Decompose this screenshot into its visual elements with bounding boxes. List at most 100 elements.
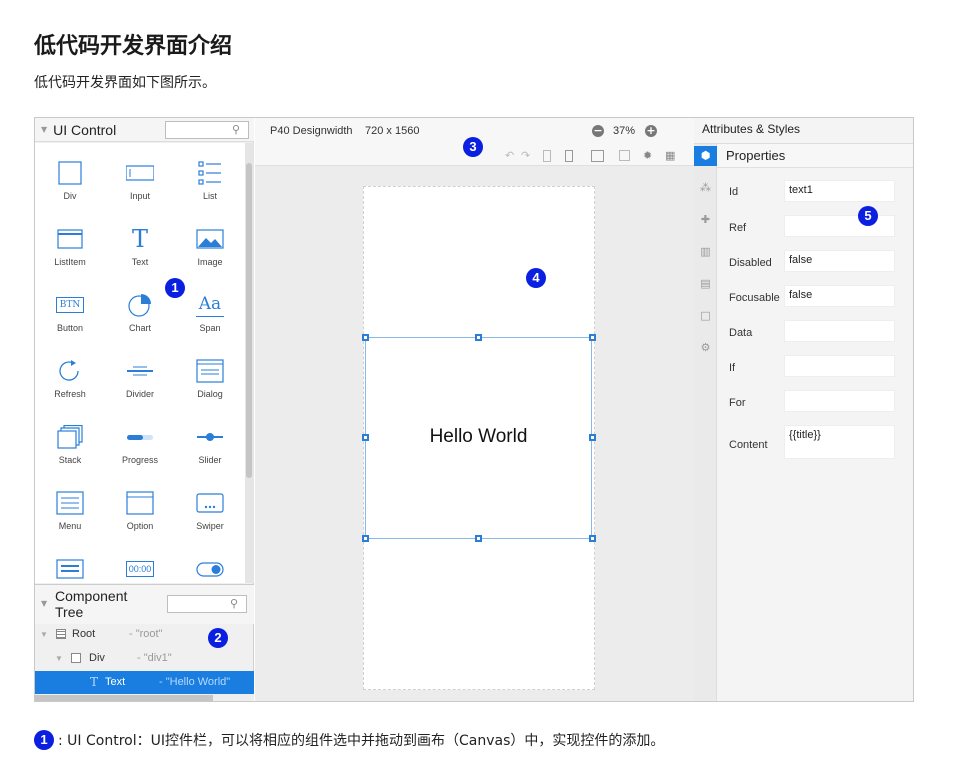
resize-handle-right[interactable] xyxy=(589,434,596,441)
control-label: Divider xyxy=(125,389,154,399)
control-label: Progress xyxy=(121,455,158,465)
prop-field-disabled[interactable]: false xyxy=(784,250,895,272)
collapse-caret-icon[interactable]: ▼ xyxy=(41,125,48,134)
phone-rotate-icon[interactable] xyxy=(565,150,573,162)
picker-icon: 00:00 xyxy=(126,561,154,577)
control-stack[interactable]: Stack xyxy=(35,413,105,473)
tree-row-root[interactable]: ▼ Root - "root" xyxy=(35,623,254,647)
prop-field-ref[interactable] xyxy=(784,215,895,237)
resize-handle-top-right[interactable] xyxy=(589,334,596,341)
input-icon xyxy=(126,165,154,181)
square-icon[interactable] xyxy=(619,150,630,161)
control-dialog[interactable]: Dialog xyxy=(175,347,245,407)
control-listitem[interactable]: ListItem xyxy=(35,215,105,275)
control-button[interactable]: BTN Button xyxy=(35,281,105,341)
brightness-icon[interactable]: ✹ xyxy=(643,149,653,162)
option-icon xyxy=(126,491,154,515)
ide-screenshot: ▼ UI Control ⚲ Div Input List ListIt xyxy=(34,117,914,702)
stack-icon xyxy=(57,425,83,449)
prop-label-ref: Ref xyxy=(729,222,747,234)
control-textarea[interactable] xyxy=(35,545,105,583)
zoom-in-button[interactable]: + xyxy=(645,124,657,137)
properties-title: Properties xyxy=(717,144,913,168)
control-picker[interactable]: 00:00 xyxy=(105,545,175,583)
prop-field-for[interactable] xyxy=(784,390,895,412)
control-text[interactable]: T Text xyxy=(105,215,175,275)
scrollbar-thumb[interactable] xyxy=(246,163,252,478)
styles-tab-icon[interactable]: ⁂ xyxy=(700,181,711,194)
puzzle-tab-icon[interactable]: ✚ xyxy=(700,213,711,226)
resize-handle-bottom[interactable] xyxy=(475,535,482,542)
settings-tab-icon[interactable]: ⚙ xyxy=(700,341,711,354)
resize-handle-top-left[interactable] xyxy=(362,334,369,341)
control-label: List xyxy=(202,191,217,201)
tree-horizontal-scrollbar[interactable] xyxy=(35,694,254,701)
prop-field-if[interactable] xyxy=(784,355,895,377)
control-div[interactable]: Div xyxy=(35,149,105,209)
callout-badge-3: 3 xyxy=(463,137,483,157)
resize-handle-bottom-left[interactable] xyxy=(362,535,369,542)
control-chart[interactable]: Chart xyxy=(105,281,175,341)
expand-caret-icon[interactable]: ▼ xyxy=(55,654,63,663)
layout-tab-icon[interactable]: ▥ xyxy=(700,245,711,258)
ui-control-search-input[interactable]: ⚲ xyxy=(165,121,249,139)
scrollbar-thumb[interactable] xyxy=(35,695,213,701)
control-label: Swiper xyxy=(196,521,224,531)
canvas-area: P40 Designwidth 720 x 1560 − 37% + ↶ ↷ ✹… xyxy=(255,118,694,701)
control-list[interactable]: List xyxy=(175,149,245,209)
expand-caret-icon[interactable]: ▼ xyxy=(40,630,48,639)
control-label: Refresh xyxy=(54,389,86,399)
grid-settings-icon[interactable]: ▦ xyxy=(665,149,676,162)
control-label: Button xyxy=(56,323,84,333)
properties-tab-icon[interactable]: ⬢ xyxy=(694,146,717,166)
undo-icon[interactable]: ↶ xyxy=(505,149,515,162)
callout-badge-4: 4 xyxy=(526,268,546,288)
control-swiper[interactable]: Swiper xyxy=(175,479,245,539)
resize-handle-top[interactable] xyxy=(475,334,482,341)
redo-icon[interactable]: ↷ xyxy=(521,149,531,162)
page-title: 低代码开发界面介绍 xyxy=(34,34,233,59)
control-refresh[interactable]: Refresh xyxy=(35,347,105,407)
prop-label-for: For xyxy=(729,397,746,409)
control-image[interactable]: Image xyxy=(175,215,245,275)
collapse-caret-icon[interactable]: ▼ xyxy=(41,599,48,608)
tree-node-value: - "root" xyxy=(129,628,163,640)
card-tab-icon[interactable]: ▤ xyxy=(700,277,711,290)
prop-field-data[interactable] xyxy=(784,320,895,342)
control-slider[interactable]: Slider xyxy=(175,413,245,473)
component-tree-search-input[interactable]: ⚲ xyxy=(167,595,247,613)
tree-row-text-selected[interactable]: T Text - "Hello World" xyxy=(35,671,254,695)
box-tab-icon[interactable]: □ xyxy=(700,309,711,322)
phone-portrait-icon[interactable] xyxy=(543,150,551,162)
zoom-out-button[interactable]: − xyxy=(592,124,604,137)
prop-field-id[interactable]: text1 xyxy=(784,180,895,202)
control-menu[interactable]: Menu xyxy=(35,479,105,539)
prop-field-focusable[interactable]: false xyxy=(784,285,895,307)
div-icon xyxy=(58,161,82,185)
control-label: Span xyxy=(199,323,221,333)
control-switch[interactable] xyxy=(175,545,245,583)
component-tree-header[interactable]: ▼ Component Tree ⚲ xyxy=(35,584,254,624)
left-panel: ▼ UI Control ⚲ Div Input List ListIt xyxy=(35,118,254,701)
control-input[interactable]: Input xyxy=(105,149,175,209)
control-label: ListItem xyxy=(54,257,86,267)
control-divider[interactable]: Divider xyxy=(105,347,175,407)
button-icon: BTN xyxy=(56,297,84,313)
prop-label-focusable: Focusable xyxy=(729,292,780,304)
control-label: Option xyxy=(126,521,154,531)
resize-handle-left[interactable] xyxy=(362,434,369,441)
tree-node-value: - "div1" xyxy=(137,652,172,664)
ui-control-scrollbar[interactable] xyxy=(245,143,254,583)
control-span[interactable]: Aa Span xyxy=(175,281,245,341)
control-label: Slider xyxy=(198,455,222,465)
resize-handle-bottom-right[interactable] xyxy=(589,535,596,542)
design-canvas[interactable] xyxy=(363,186,595,690)
text-icon: T xyxy=(131,225,148,253)
control-option[interactable]: Option xyxy=(105,479,175,539)
control-progress[interactable]: Progress xyxy=(105,413,175,473)
hello-world-text[interactable]: Hello World xyxy=(429,426,528,447)
prop-field-content[interactable]: {{title}} xyxy=(784,425,895,459)
fit-screen-icon[interactable] xyxy=(591,150,604,162)
control-label: Stack xyxy=(58,455,82,465)
tree-row-div[interactable]: ▼ Div - "div1" xyxy=(35,647,254,671)
